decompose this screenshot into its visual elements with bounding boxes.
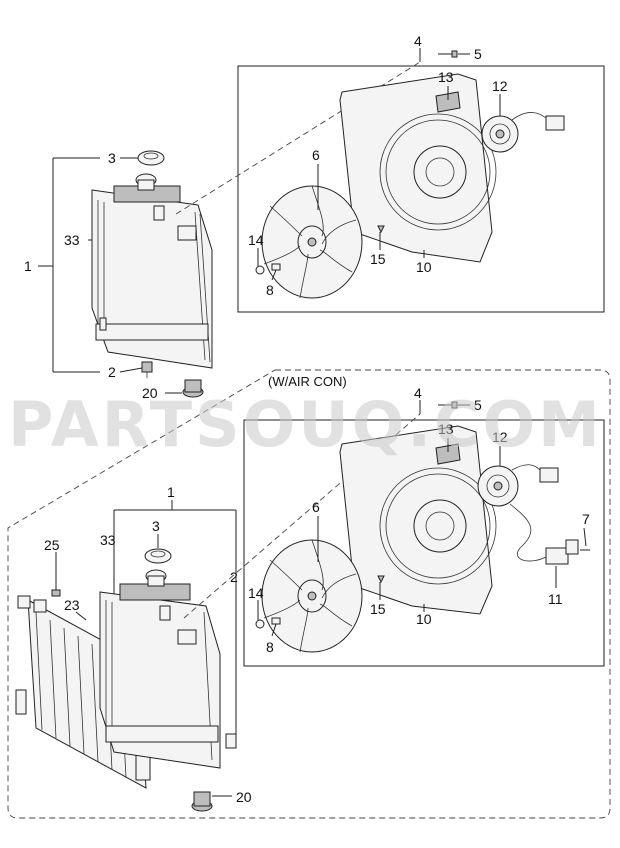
label-7: 7 xyxy=(582,511,590,527)
fan-blade-icon xyxy=(261,185,363,299)
label-4: 4 xyxy=(414,33,422,49)
mounting-bushing-icon xyxy=(182,379,204,398)
label-3: 3 xyxy=(108,150,116,166)
fan-motor-icon-2 xyxy=(477,464,559,562)
bolt-icon xyxy=(438,50,458,58)
radiator-cap-icon xyxy=(135,150,165,191)
label-12-b: 12 xyxy=(492,429,508,445)
radiator-cap-icon-2 xyxy=(144,548,172,587)
label-8-b: 8 xyxy=(266,639,274,655)
fan-shroud-icon-2 xyxy=(339,425,497,615)
radiator-icon xyxy=(91,185,213,369)
label-1: 1 xyxy=(24,258,32,274)
fan-blade-icon-2 xyxy=(261,539,363,653)
drain-plug-icon xyxy=(141,361,153,378)
label-10-b: 10 xyxy=(416,611,432,627)
label-14-b: 14 xyxy=(248,585,264,601)
bolt-icon-2 xyxy=(51,572,61,597)
label-15: 15 xyxy=(370,251,386,267)
label-6-b: 6 xyxy=(312,499,320,515)
top-assembly xyxy=(38,48,605,398)
watermark: PARTSOUQ.COM xyxy=(8,388,603,461)
label-12: 12 xyxy=(492,78,508,94)
top-labels: 1 2 3 33 20 4 5 13 12 6 14 8 15 10 xyxy=(24,33,508,401)
label-33-b: 33 xyxy=(100,532,116,548)
label-13: 13 xyxy=(438,69,454,85)
label-5: 5 xyxy=(474,46,482,62)
label-3-b: 3 xyxy=(152,518,160,534)
label-25: 25 xyxy=(44,537,60,553)
label-2-b: 2 xyxy=(230,569,238,585)
label-20-b: 20 xyxy=(236,789,252,805)
section-note: (W/AIR CON) xyxy=(268,374,347,389)
label-20: 20 xyxy=(142,385,158,401)
mounting-bushing-icon-2 xyxy=(191,791,213,812)
label-14: 14 xyxy=(248,232,264,248)
label-5-b: 5 xyxy=(474,397,482,413)
wiring-connector-icon xyxy=(545,539,590,565)
radiator-icon-2 xyxy=(99,583,237,769)
bottom-labels: (W/AIR CON) 1 2 3 33 25 23 20 4 5 13 12 … xyxy=(44,374,590,805)
label-15-b: 15 xyxy=(370,601,386,617)
fan-shroud-icon xyxy=(339,73,497,263)
clip-icon-2 xyxy=(255,401,458,629)
fan-motor-icon xyxy=(481,112,565,153)
label-13-b: 13 xyxy=(438,421,454,437)
label-4-b: 4 xyxy=(414,385,422,401)
aircon-dashed-outline xyxy=(7,369,611,819)
label-23: 23 xyxy=(64,597,80,613)
bottom-assembly xyxy=(7,369,611,819)
label-6: 6 xyxy=(312,147,320,163)
label-11: 11 xyxy=(548,591,563,607)
label-1-b: 1 xyxy=(167,484,175,500)
label-10: 10 xyxy=(416,259,432,275)
top-fan-box xyxy=(237,65,605,313)
label-2: 2 xyxy=(108,364,116,380)
label-8: 8 xyxy=(266,282,274,298)
bottom-fan-box xyxy=(243,419,605,667)
label-33: 33 xyxy=(64,232,80,248)
